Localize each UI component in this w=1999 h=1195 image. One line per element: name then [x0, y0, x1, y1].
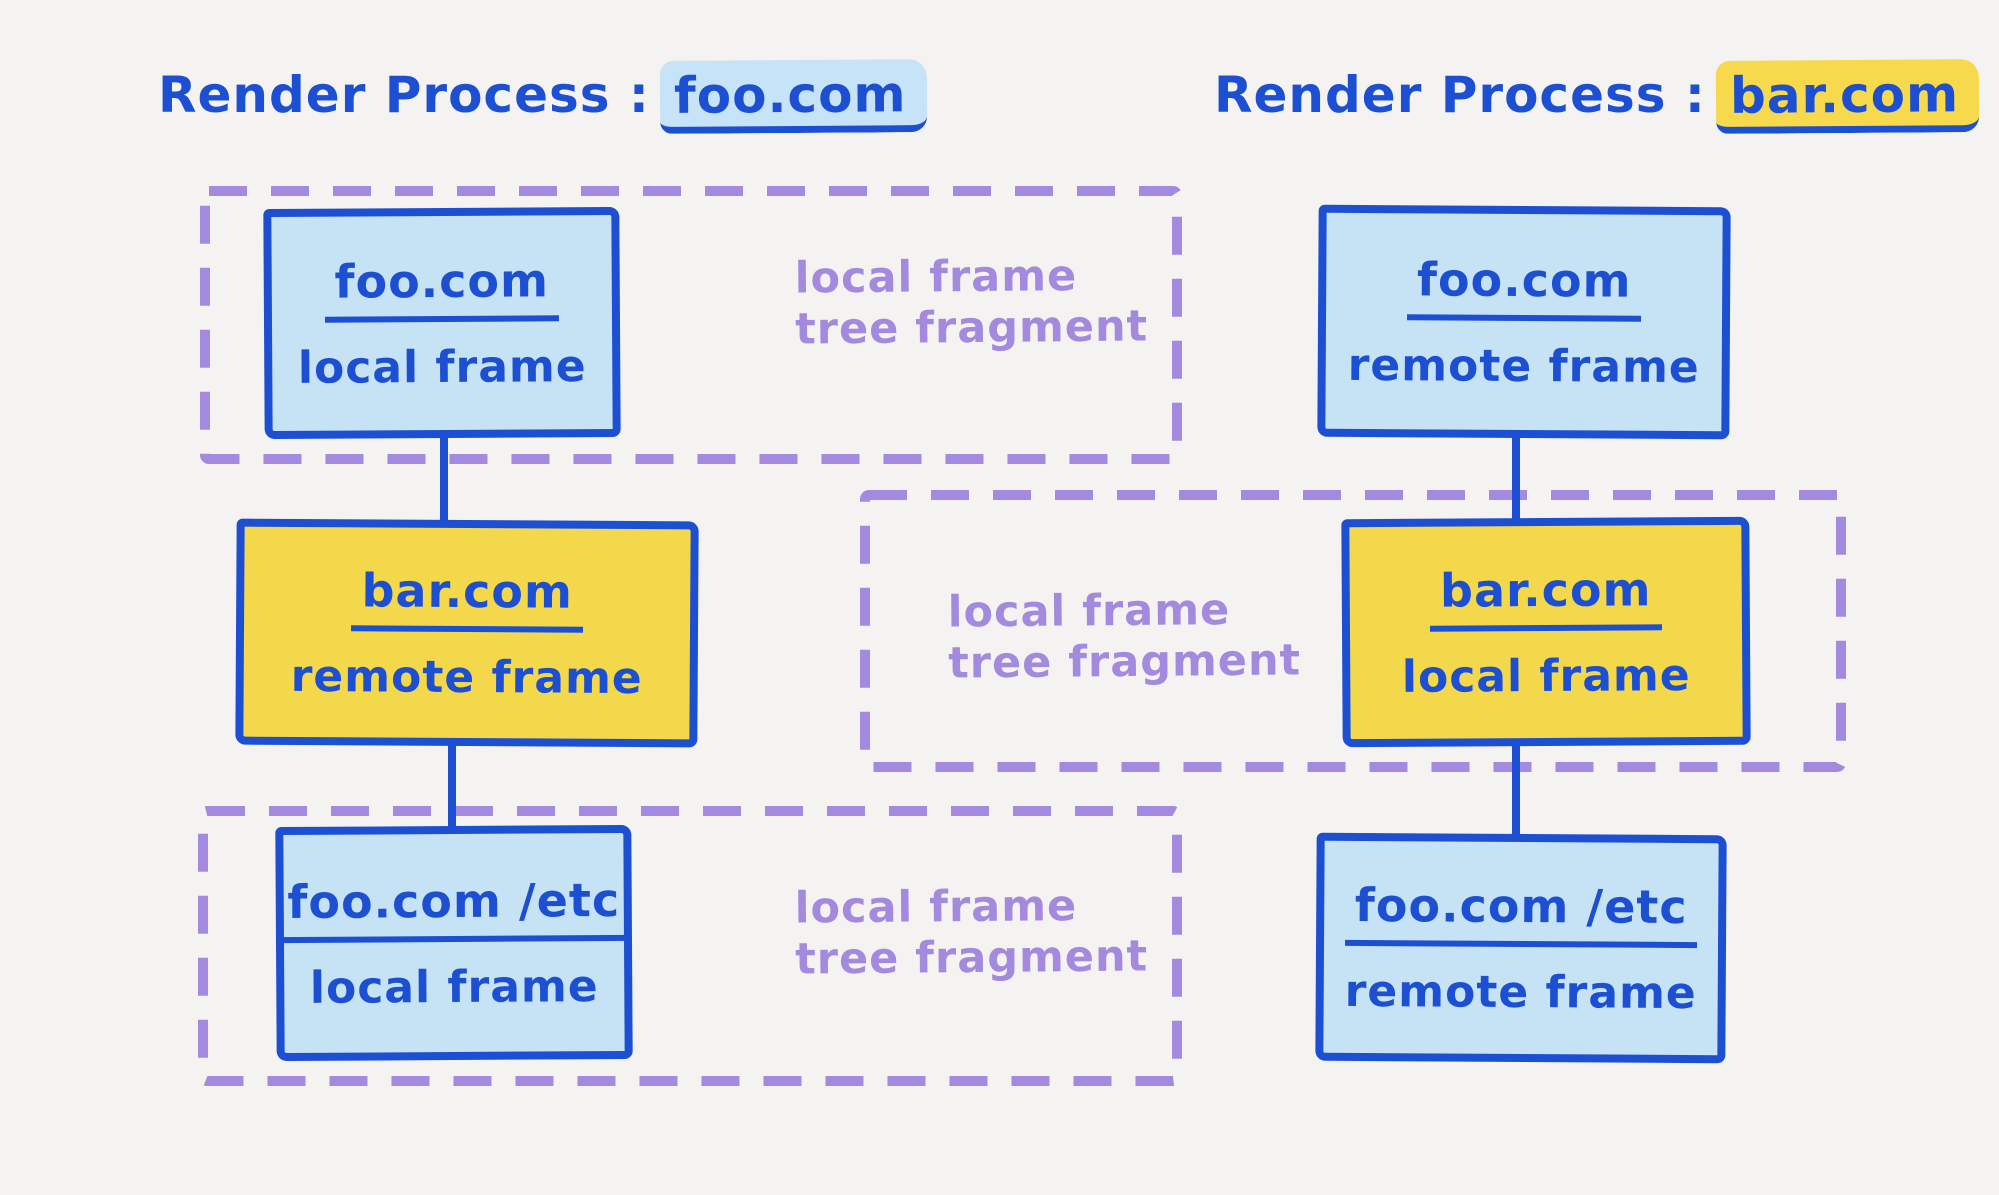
frame-node-domain: foo.com: [324, 252, 560, 323]
frame-node-type: remote frame: [290, 650, 643, 704]
frame-node-bar-remote: bar.com remote frame: [235, 518, 699, 748]
foo-com-highlight: foo.com: [659, 59, 927, 134]
frame-node-type: remote frame: [1344, 965, 1697, 1019]
frame-node-foo-remote: foo.com remote frame: [1317, 204, 1731, 440]
frame-node-type: local frame: [297, 340, 587, 394]
fragment-label-line1: local frame: [794, 251, 1078, 304]
connector-foo-local-to-bar-remote: [440, 432, 448, 526]
frame-node-type: local frame: [1401, 649, 1691, 703]
fragment-label-line2: tree fragment: [948, 635, 1302, 689]
connector-foo-remote-to-bar-local: [1512, 430, 1520, 526]
fragment-label-line2: tree fragment: [795, 301, 1149, 355]
frame-node-domain: foo.com /etc: [1344, 877, 1698, 948]
frame-node-domain: foo.com: [1406, 251, 1642, 322]
frame-node-domain: bar.com: [1429, 561, 1662, 632]
frame-node-foo-local: foo.com local frame: [263, 206, 621, 440]
render-process-title-prefix: Render Process :: [1214, 66, 1706, 124]
frame-node-fooetc-remote: foo.com /etc remote frame: [1315, 832, 1727, 1064]
fragment-label-line1: local frame: [794, 881, 1078, 934]
render-process-title-bar: Render Process :bar.com: [1214, 59, 1980, 134]
connector-bar-remote-to-fooetc-local: [448, 740, 456, 832]
frame-node-domain: foo.com /etc: [277, 872, 631, 943]
frame-node-type: remote frame: [1347, 339, 1700, 393]
render-process-title-foo: Render Process :foo.com: [158, 59, 927, 134]
fragment-label-top-left: local frame tree fragment: [795, 250, 1149, 355]
bar-com-highlight: bar.com: [1715, 59, 1980, 134]
fragment-label-middle-right: local frame tree fragment: [948, 584, 1302, 689]
render-process-title-prefix: Render Process :: [158, 66, 650, 124]
frame-node-fooetc-local: foo.com /etc local frame: [275, 824, 633, 1062]
fragment-label-line2: tree fragment: [795, 931, 1149, 985]
frame-node-domain: bar.com: [351, 562, 584, 633]
fragment-label-bottom-left: local frame tree fragment: [795, 880, 1149, 985]
fragment-label-line1: local frame: [947, 585, 1231, 638]
frame-node-bar-local: bar.com local frame: [1341, 516, 1751, 748]
connector-bar-local-to-fooetc-remote: [1512, 740, 1520, 840]
frame-node-type: local frame: [309, 960, 599, 1014]
